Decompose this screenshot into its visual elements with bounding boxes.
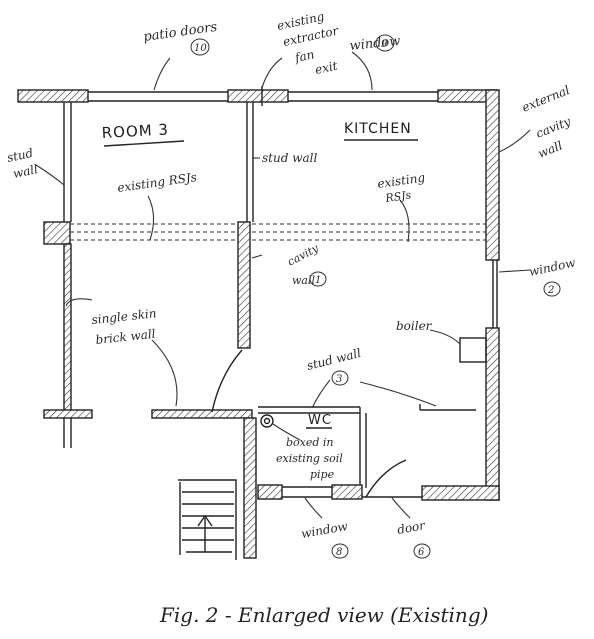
label-patio-doors-num: 10: [194, 43, 207, 54]
middle-walls: [237, 102, 254, 349]
label-window-bottom-num: 8: [336, 547, 342, 558]
single-skin-wall: [151, 349, 253, 419]
rsj-lines: [70, 223, 486, 241]
label-window-top-num: 9: [381, 39, 388, 50]
label-single-skin-1: single skin: [91, 306, 157, 327]
label-room3: ROOM 3: [101, 120, 169, 141]
label-rsjs-right-2: RSJs: [384, 188, 413, 205]
label-stud-wall-mid: stud wall: [262, 151, 317, 165]
label-boxed-1: boxed in: [286, 436, 334, 449]
label-boxed-3: pipe: [310, 468, 335, 481]
label-kitchen: KITCHEN: [344, 121, 412, 137]
label-stud-wall-lower-num: 3: [336, 374, 342, 385]
room3-underline: [103, 140, 185, 147]
label-window-right: window: [528, 255, 578, 279]
boiler-unit: [459, 337, 487, 363]
label-cavity-wall-2: wall: [292, 274, 315, 287]
label-door-num: 6: [418, 547, 425, 558]
label-window-top: window: [349, 34, 401, 54]
label-stud-wall-lower: stud wall: [305, 346, 362, 373]
label-patio-doors: patio doors: [142, 20, 218, 45]
label-wc: WC: [308, 413, 332, 428]
label-single-skin-2: brick wall: [95, 327, 156, 347]
label-boiler: boiler: [396, 319, 433, 333]
label-external-1: external: [520, 83, 572, 115]
figure-caption: Fig. 2 - Enlarged view (Existing): [159, 603, 488, 627]
label-stud-wall-left-1: stud: [6, 146, 35, 165]
leader-lines: [35, 51, 531, 519]
label-stud-wall-left-2: wall: [12, 162, 40, 181]
top-wall: [17, 86, 499, 106]
label-rsjs-left: existing RSJs: [116, 170, 197, 195]
label-door: door: [396, 518, 427, 537]
number-circles: [190, 34, 561, 559]
label-rsjs-right-1: existing: [376, 170, 426, 191]
label-existing-extractor-4: exit: [314, 59, 339, 77]
right-external-wall: [421, 89, 500, 501]
wc-room: [243, 404, 476, 559]
label-external-2: cavity: [534, 114, 573, 141]
label-window-bottom: window: [300, 519, 349, 541]
label-existing-extractor-3: fan: [293, 47, 316, 65]
staircase: [178, 479, 237, 560]
label-boxed-2: existing soil: [276, 452, 343, 465]
left-stud-wall: [43, 102, 93, 448]
label-cavity-wall-num: 1: [315, 275, 321, 286]
label-cavity-wall-1: cavity: [285, 241, 321, 268]
label-external-3: wall: [536, 138, 565, 160]
label-window-right-num: 2: [547, 285, 554, 296]
